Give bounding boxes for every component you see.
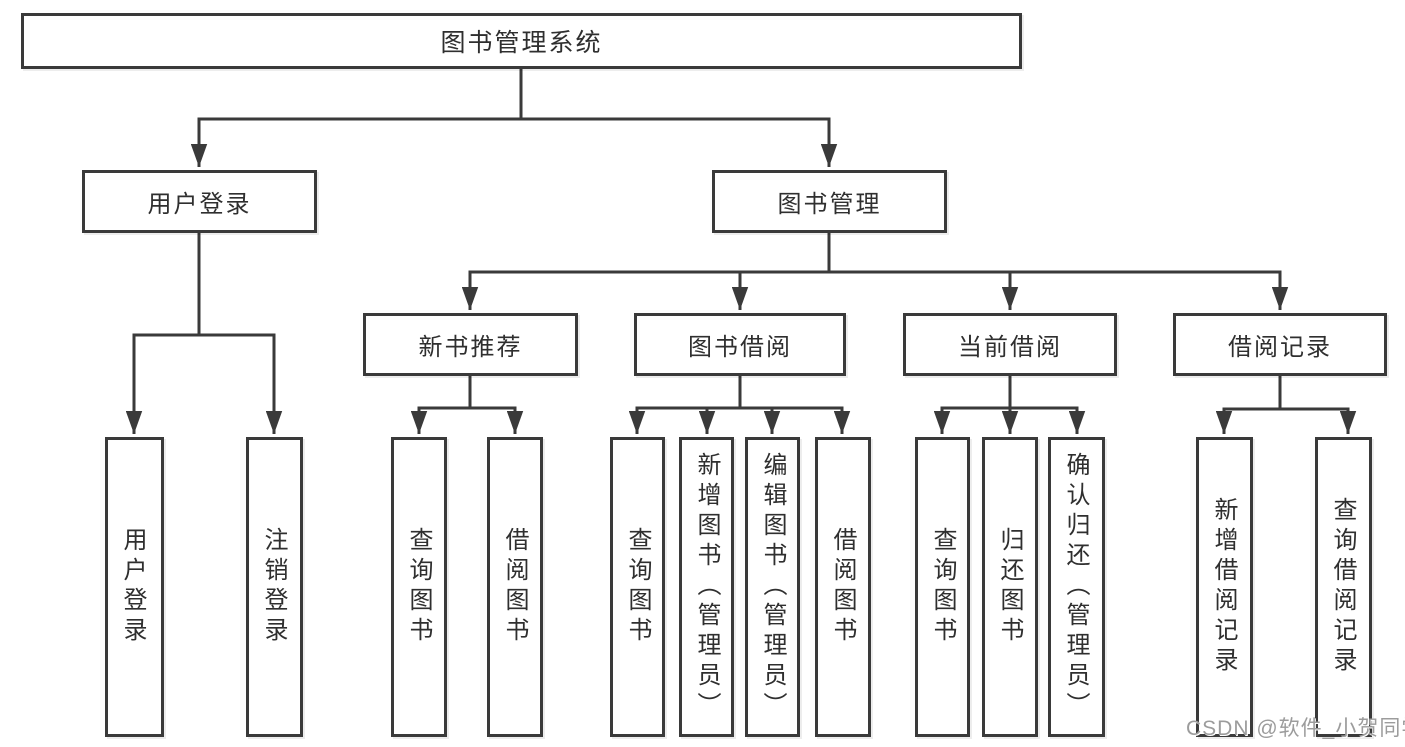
node-borrowing-records: 借阅记录 [1173,313,1387,376]
node-add-books-admin: 新增图书（管理员） [679,437,734,737]
node-confirm-return-admin: 确认归还（管理员） [1048,437,1105,737]
node-book-borrowing: 图书借阅 [634,313,846,376]
node-query-books-under-current: 查询图书 [915,437,970,737]
node-query-books-under-recommend: 查询图书 [391,437,447,737]
node-logout-action: 注销登录 [246,437,303,737]
node-borrow-books-under-borrowing: 借阅图书 [815,437,871,737]
node-root: 图书管理系统 [21,13,1022,69]
watermark: CSDN @软件_小贺同学 [1186,717,1405,740]
node-return-books: 归还图书 [982,437,1038,737]
node-book-management: 图书管理 [712,170,947,233]
node-new-book-recommend: 新书推荐 [363,313,578,376]
node-edit-books-admin: 编辑图书（管理员） [745,437,800,737]
node-current-borrowing: 当前借阅 [903,313,1117,376]
node-user-login: 用户登录 [82,170,317,233]
node-borrow-books-under-recommend: 借阅图书 [487,437,543,737]
node-query-borrow-record: 查询借阅记录 [1315,437,1372,737]
node-user-login-action: 用户登录 [105,437,164,737]
node-add-borrow-record: 新增借阅记录 [1196,437,1253,737]
node-query-books-under-borrowing: 查询图书 [610,437,665,737]
